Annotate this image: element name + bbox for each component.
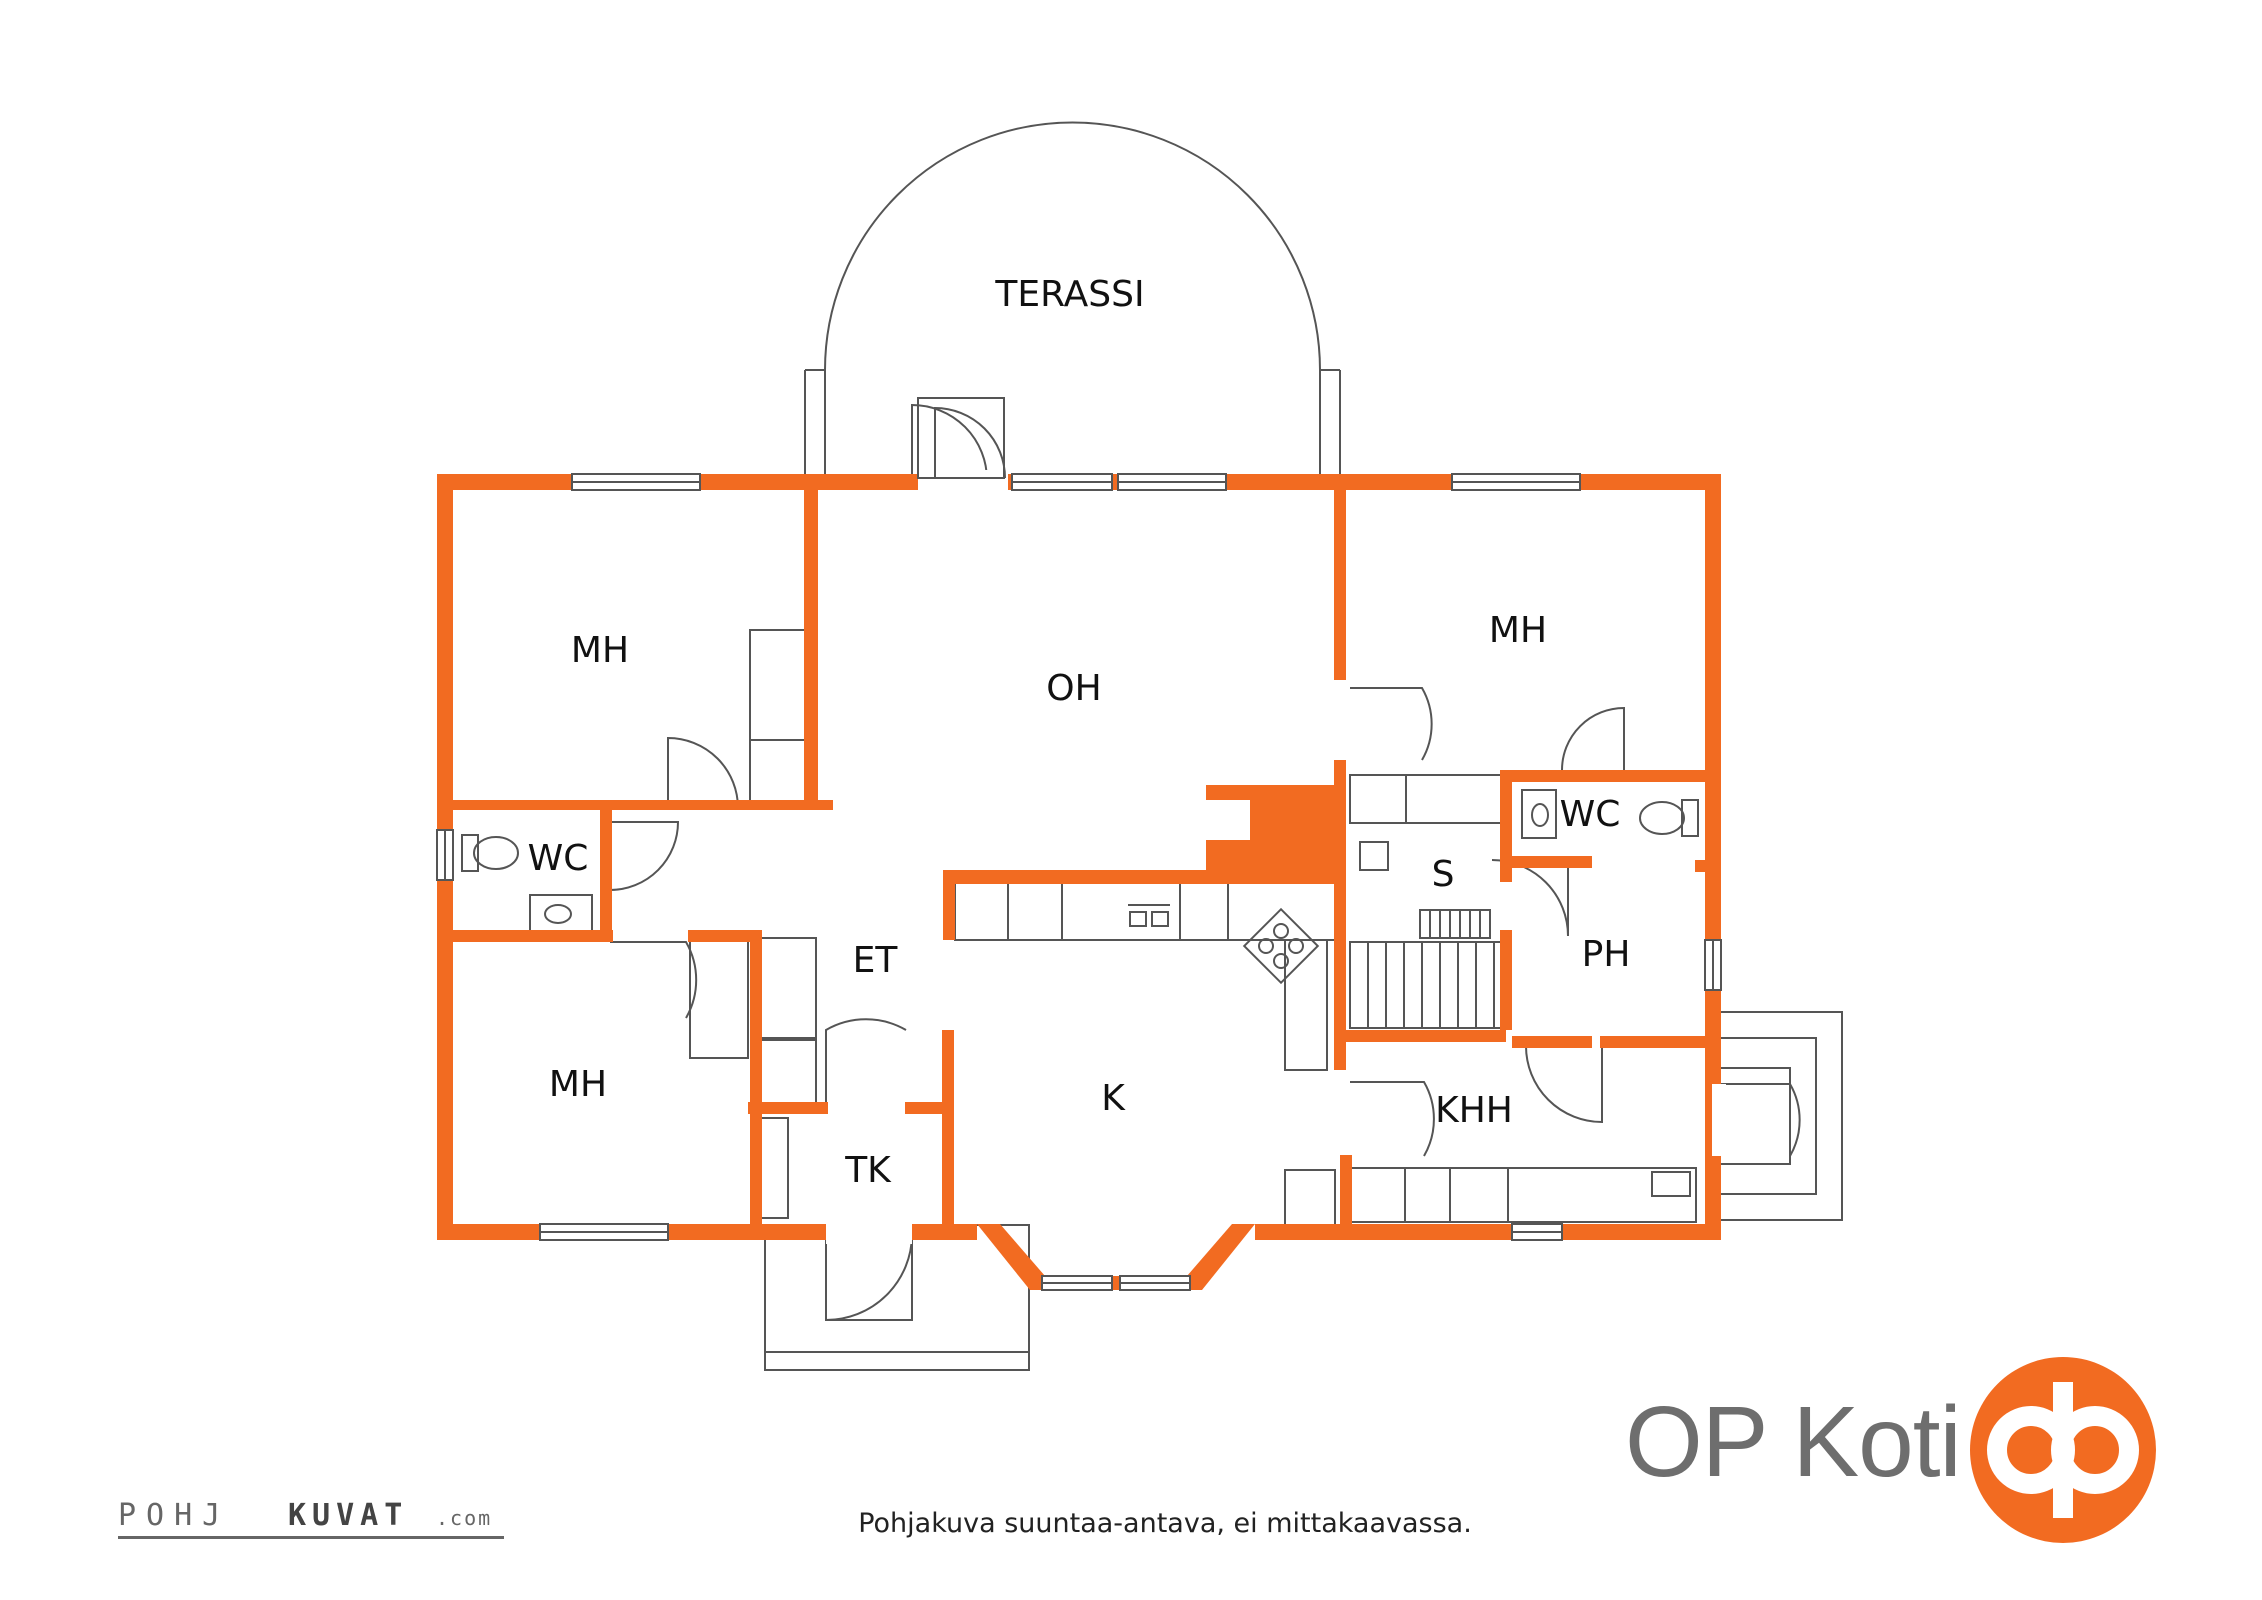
- credit-part-3: .com: [436, 1506, 493, 1530]
- label-terrace: TERASSI: [994, 274, 1144, 315]
- disclaimer-text: Pohjakuva suuntaa-antava, ei mittakaavas…: [858, 1508, 1472, 1539]
- label-washroom: PH: [1582, 934, 1631, 975]
- label-utility-room: KHH: [1435, 1090, 1513, 1131]
- credit-part-2: KUVAT: [288, 1498, 409, 1533]
- terrace-outline: [804, 121, 1341, 478]
- entrance-step: [764, 1224, 1030, 1371]
- label-closet: TK: [844, 1150, 892, 1191]
- credit-underline: [118, 1536, 504, 1539]
- label-hall: ET: [853, 940, 899, 981]
- brand-name: OP Koti: [1625, 1386, 1962, 1498]
- op-logo-icon: [1970, 1357, 2156, 1543]
- door-gaps: [826, 470, 1726, 1244]
- label-sauna: S: [1432, 854, 1455, 895]
- label-bedroom-sw: MH: [549, 1064, 607, 1105]
- label-wc-east: WC: [1560, 794, 1621, 835]
- label-wc-west: WC: [528, 838, 589, 879]
- label-kitchen: K: [1101, 1078, 1126, 1119]
- pohjakuvat-logo: POHJ KUVAT .com: [118, 1494, 508, 1542]
- walls: [437, 474, 1721, 1290]
- label-bedroom-ne: MH: [1489, 610, 1547, 651]
- credit-part-1: POHJ: [118, 1498, 231, 1533]
- label-bedroom-nw: MH: [571, 630, 629, 671]
- label-living-room: OH: [1046, 668, 1101, 709]
- windows: [436, 473, 1722, 1291]
- fixtures: [461, 403, 1801, 1321]
- east-porch: [1711, 1011, 1843, 1221]
